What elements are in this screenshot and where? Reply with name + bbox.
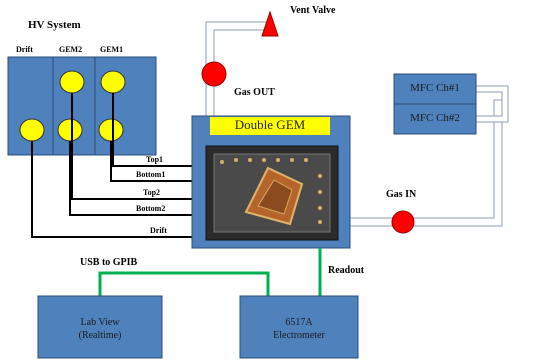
cable-drift bbox=[31, 141, 192, 238]
mfc-pipe bbox=[475, 85, 509, 123]
hv-knob-gem1-bottom bbox=[98, 118, 124, 142]
cable-top2 bbox=[71, 93, 192, 200]
usb-cables bbox=[98, 248, 322, 296]
hv-system-box bbox=[7, 56, 157, 156]
labview-line1: Lab View bbox=[80, 317, 120, 328]
cable-label-bottom1: Bottom1 bbox=[136, 170, 166, 179]
gas-out-valve-icon bbox=[201, 61, 227, 87]
vent-valve-label: Vent Valve bbox=[290, 5, 336, 16]
cable-bottom1 bbox=[110, 141, 192, 182]
labview-line2: (Realtime) bbox=[78, 330, 122, 341]
gas-in-valve-icon bbox=[391, 210, 415, 234]
hv-channel-drift: Drift bbox=[16, 45, 33, 54]
cable-label-drift: Drift bbox=[150, 226, 167, 235]
hv-knob-gem1-top bbox=[100, 70, 126, 94]
electrometer-line1: 6517A bbox=[285, 317, 313, 328]
electrometer-line2: Electrometer bbox=[273, 330, 325, 341]
detector-title-bg bbox=[210, 117, 330, 135]
hv-knob-drift bbox=[19, 118, 45, 142]
hv-channel-gem2: GEM2 bbox=[59, 45, 83, 54]
readout-label: Readout bbox=[328, 265, 365, 276]
gas-in-label: Gas IN bbox=[386, 189, 417, 200]
mfc-ch2-label: MFC Ch#2 bbox=[410, 112, 460, 124]
detector-title: Double GEM bbox=[234, 117, 306, 132]
vent-valve-icon bbox=[261, 10, 279, 37]
usb-gpib-label: USB to GPIB bbox=[80, 257, 138, 268]
cable-top1 bbox=[112, 93, 192, 167]
labview-box bbox=[37, 295, 163, 359]
hv-channel-gem1: GEM1 bbox=[100, 45, 124, 54]
mfc-ch1-box bbox=[393, 73, 477, 105]
cable-label-top2: Top2 bbox=[143, 188, 161, 197]
hv-cables bbox=[31, 93, 192, 238]
cable-label-bottom2: Bottom2 bbox=[136, 204, 166, 213]
mfc-ch2-box bbox=[393, 103, 477, 135]
electrometer-box bbox=[239, 295, 359, 359]
cable-label-top1: Top1 bbox=[146, 155, 164, 164]
hv-knob-gem2-top bbox=[59, 70, 85, 94]
double-gem-detector bbox=[191, 115, 351, 249]
cable-bottom2 bbox=[69, 141, 192, 216]
mfc-ch1-label: MFC Ch#1 bbox=[410, 82, 460, 94]
hv-knob-gem2-bottom bbox=[57, 118, 83, 142]
usb-gpib-cable bbox=[98, 271, 270, 296]
gas-out-label: Gas OUT bbox=[234, 87, 275, 98]
hv-system-title: HV System bbox=[28, 19, 81, 31]
